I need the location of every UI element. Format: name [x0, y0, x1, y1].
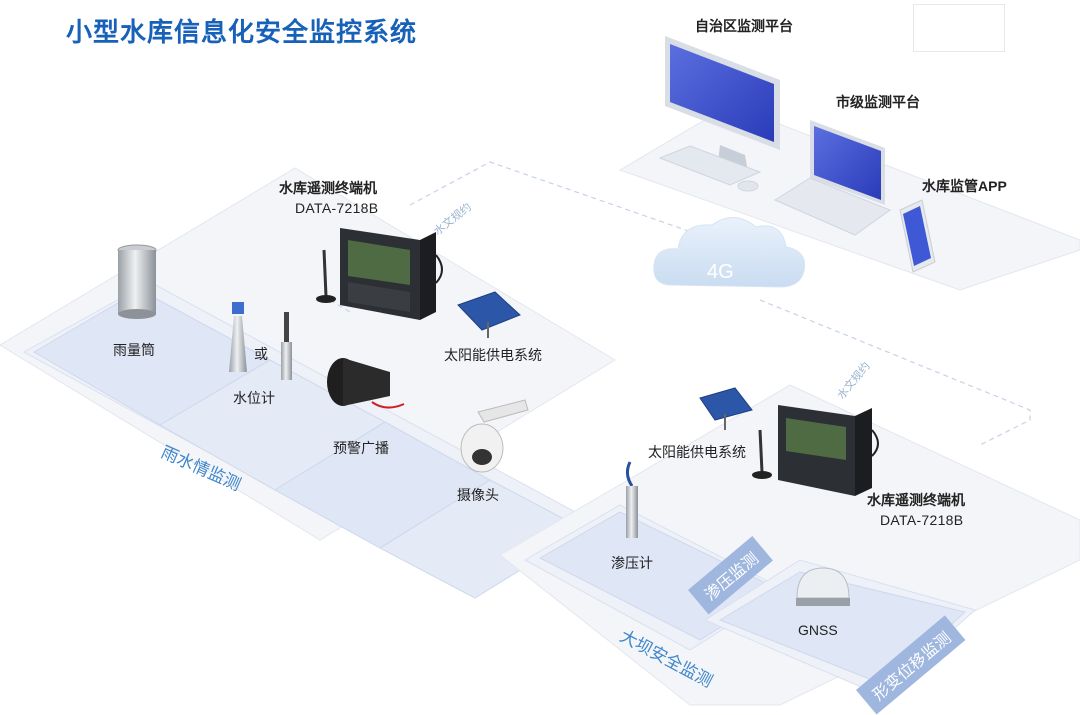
solar-bottom-graphic — [699, 387, 753, 430]
terminal-top-name: 水库遥测终端机 — [279, 180, 377, 196]
piezometer-label: 渗压计 — [611, 555, 653, 571]
terminal-bottom-name: 水库遥测终端机 — [867, 492, 965, 508]
rain-gauge-graphic — [117, 244, 157, 319]
page-title: 小型水库信息化安全监控系统 — [66, 17, 418, 47]
city-platform-label: 市级监测平台 — [836, 94, 920, 110]
terminal-bottom-graphic — [752, 405, 879, 496]
camera-label: 摄像头 — [457, 487, 499, 503]
water-level-label: 水位计 — [233, 390, 275, 406]
placeholder-box — [913, 4, 1005, 52]
laptop-graphic — [773, 120, 892, 236]
solar-top-graphic — [457, 291, 521, 338]
dashed-links — [329, 161, 1031, 446]
app-label: 水库监管APP — [922, 178, 1007, 194]
terminal-top-model: DATA-7218B — [295, 200, 379, 216]
alarm-horn-graphic — [327, 358, 405, 409]
solar-bottom-label: 太阳能供电系统 — [648, 444, 746, 460]
cloud-4g-label: 4G — [707, 261, 734, 283]
gnss-graphic — [796, 567, 850, 606]
monitor-graphic — [658, 36, 780, 192]
solar-top-label: 太阳能供电系统 — [444, 347, 542, 363]
piezometer-graphic — [625, 461, 638, 538]
water-level-graphic — [229, 302, 292, 380]
gnss-label: GNSS — [798, 622, 838, 638]
terminal-top-graphic — [316, 228, 443, 320]
phone-graphic — [899, 199, 936, 273]
camera-graphic — [460, 399, 529, 473]
rain-gauge-label: 雨量筒 — [113, 342, 155, 358]
or-label: 或 — [254, 346, 268, 362]
terminal-bottom-model: DATA-7218B — [880, 512, 964, 528]
rain-zone-plate — [0, 167, 616, 599]
region-platform-label: 自治区监测平台 — [695, 18, 793, 34]
cloud-graphic — [653, 217, 806, 288]
alarm-label: 预警广播 — [333, 440, 389, 456]
